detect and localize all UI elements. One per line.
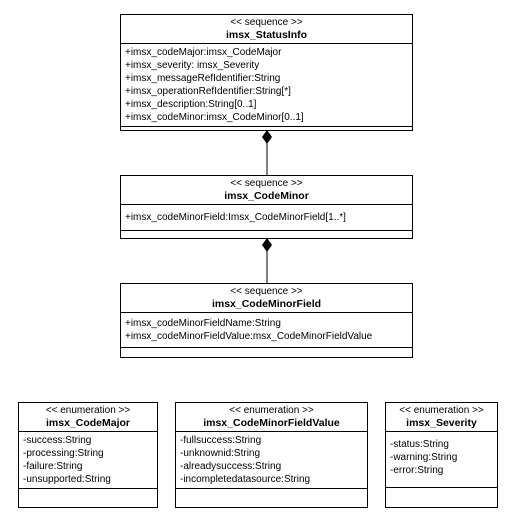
attribute-list: +imsx_codeMinorFieldName:String +imsx_co… bbox=[121, 313, 412, 348]
class-header: << enumeration >> imsx_CodeMinorFieldVal… bbox=[176, 403, 367, 432]
enum-box-severity[interactable]: << enumeration >> imsx_Severity -status:… bbox=[385, 402, 498, 508]
composition-diamond-codeminor bbox=[262, 238, 272, 252]
stereotype-label: << sequence >> bbox=[230, 17, 303, 28]
attribute: -incompletedatasource:String bbox=[180, 474, 311, 485]
attribute: -error:String bbox=[390, 465, 444, 476]
stereotype-label: << enumeration >> bbox=[229, 405, 314, 416]
class-box-codeminorfield[interactable]: << sequence >> imsx_CodeMinorField +imsx… bbox=[120, 283, 413, 358]
attribute: +imsx_codeMinorField:Imsx_CodeMinorField… bbox=[125, 212, 346, 223]
class-header: << enumeration >> imsx_Severity bbox=[386, 403, 497, 432]
attribute: +imsx_operationRefIdentifier:String[*] bbox=[125, 86, 291, 97]
attribute: +imsx_codeMinorFieldName:String bbox=[125, 318, 281, 329]
class-header: << sequence >> imsx_StatusInfo bbox=[121, 15, 412, 44]
attribute: -unknownid:String bbox=[180, 448, 261, 459]
attribute-list: -success:String -processing:String -fail… bbox=[19, 432, 157, 489]
attribute: -unsupported:String bbox=[23, 474, 111, 485]
attribute: +imsx_severity: imsx_Severity bbox=[125, 60, 260, 71]
attribute: -warning:String bbox=[390, 452, 458, 463]
enum-box-codemajor[interactable]: << enumeration >> imsx_CodeMajor -succes… bbox=[18, 402, 158, 508]
stereotype-label: << sequence >> bbox=[230, 286, 303, 297]
attribute: -status:String bbox=[390, 439, 449, 450]
stereotype-label: << enumeration >> bbox=[399, 405, 484, 416]
class-box-codeminor[interactable]: << sequence >> imsx_CodeMinor +imsx_code… bbox=[120, 175, 413, 239]
class-header: << enumeration >> imsx_CodeMajor bbox=[19, 403, 157, 432]
attribute: +imsx_codeMinor:imsx_CodeMinor[0..1] bbox=[125, 112, 304, 123]
class-name: imsx_Severity bbox=[406, 417, 477, 429]
attribute-list: -fullsuccess:String -unknownid:String -a… bbox=[176, 432, 367, 489]
attribute: -failure:String bbox=[23, 461, 83, 472]
class-box-statusinfo[interactable]: << sequence >> imsx_StatusInfo +imsx_cod… bbox=[120, 14, 413, 131]
attribute: -alreadysuccess:String bbox=[180, 461, 282, 472]
attribute: +imsx_description:String[0..1] bbox=[125, 99, 257, 110]
attribute: +imsx_messageRefIdentifier:String bbox=[125, 73, 281, 84]
class-header: << sequence >> imsx_CodeMinorField bbox=[121, 284, 412, 313]
class-header: << sequence >> imsx_CodeMinor bbox=[121, 176, 412, 205]
attribute: +imsx_codeMinorFieldValue:msx_CodeMinorF… bbox=[125, 331, 373, 342]
composition-diamond-statusinfo bbox=[262, 130, 272, 144]
attribute-list: +imsx_codeMajor:imsx_CodeMajor +imsx_sev… bbox=[121, 44, 412, 127]
enum-box-codeminorfieldvalue[interactable]: << enumeration >> imsx_CodeMinorFieldVal… bbox=[175, 402, 368, 508]
class-name: imsx_CodeMinorField bbox=[211, 298, 322, 310]
attribute: +imsx_codeMajor:imsx_CodeMajor bbox=[125, 47, 282, 58]
attribute: -success:String bbox=[23, 435, 92, 446]
class-name: imsx_CodeMinor bbox=[224, 190, 309, 202]
class-name: imsx_StatusInfo bbox=[225, 29, 308, 41]
class-name: imsx_CodeMajor bbox=[45, 417, 131, 429]
attribute-list: -status:String -warning:String -error:St… bbox=[386, 432, 497, 488]
stereotype-label: << sequence >> bbox=[230, 178, 303, 189]
attribute-list: +imsx_codeMinorField:Imsx_CodeMinorField… bbox=[121, 205, 412, 231]
class-name: imsx_CodeMinorFieldValue bbox=[203, 417, 340, 429]
stereotype-label: << enumeration >> bbox=[45, 405, 131, 416]
attribute: -processing:String bbox=[23, 448, 104, 459]
attribute: -fullsuccess:String bbox=[180, 435, 262, 446]
